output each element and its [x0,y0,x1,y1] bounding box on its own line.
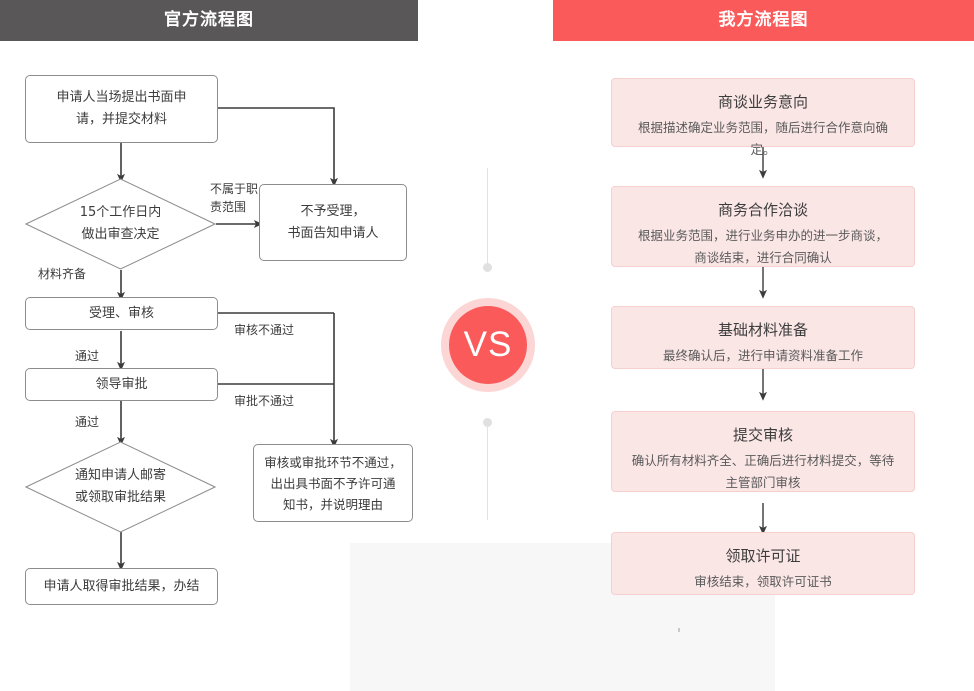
header-ours: 我方流程图 [553,0,974,41]
vs-dot-bottom [483,418,492,427]
header-official: 官方流程图 [0,0,418,41]
our-step-5-title: 领取许可证 [725,547,801,565]
our-step-3: 基础材料准备 最终确认后，进行申请资料准备工作 [611,306,915,369]
node-leader-approval: 领导审批 [25,368,218,401]
node-apply: 申请人当场提出书面申 请，并提交材料 [25,75,218,143]
our-step-4: 提交审核 确认所有材料齐全、正确后进行材料提交，等待 主管部门审核 [611,411,915,492]
diamond-shape [25,178,216,270]
edge-label-materials-ready: 材料齐备 [38,267,87,281]
our-step-1-title: 商谈业务意向 [717,93,808,111]
our-step-5: 领取许可证 审核结束，领取许可证书 [611,532,915,595]
vs-line-bottom [487,424,488,520]
node-apply-label: 申请人当场提出书面申 请，并提交材料 [56,90,187,127]
our-step-3-desc: 最终确认后，进行申请资料准备工作 [662,348,863,363]
edge-label-review-failed: 审核不通过 [234,323,295,337]
our-step-5-desc: 审核结束，领取许可证书 [694,574,832,589]
diamond-shape-2 [25,441,216,533]
vs-line-top [487,168,488,264]
node-finish-label: 申请人取得审批结果，办结 [43,578,200,594]
edge-label-out-of-scope: 不属于职 责范围 [210,182,259,214]
node-finish: 申请人取得审批结果，办结 [25,568,218,605]
our-step-3-title: 基础材料准备 [717,321,808,339]
our-step-1-desc: 根据描述确定业务范围，随后进行合作意向确定。 [637,120,888,157]
edge-label-pass-2: 通过 [75,415,100,429]
node-accept-review-label: 受理、审核 [88,305,154,321]
node-reject-not-accepted: 不予受理， 书面告知申请人 [259,184,407,261]
plate-dot [678,628,680,632]
vs-badge: VS [449,306,527,384]
node-reject-no-permit-label: 审核或审批环节不通过， 出出具书面不予许可通 知书，并说明理由 [264,454,402,512]
node-decide: 15个工作日内 做出审查决定 [25,178,216,270]
our-step-4-title: 提交审核 [732,426,793,444]
edge-label-approval-failed: 审批不通过 [234,394,295,408]
node-accept-review: 受理、审核 [25,297,218,330]
vs-label: VS [463,325,513,364]
node-notify-applicant: 通知申请人邮寄 或领取审批结果 [25,441,216,533]
node-reject-not-accepted-label: 不予受理， 书面告知申请人 [287,203,379,241]
our-step-2-desc: 根据业务范围，进行业务申办的进一步商谈， 商谈结束，进行合同确认 [637,228,888,265]
vs-dot-top [483,263,492,272]
node-leader-approval-label: 领导审批 [95,376,148,392]
our-step-1: 商谈业务意向 根据描述确定业务范围，随后进行合作意向确定。 [611,78,915,157]
our-step-4-desc: 确认所有材料齐全、正确后进行材料提交，等待 主管部门审核 [631,453,895,490]
our-step-2: 商务合作洽谈 根据业务范围，进行业务申办的进一步商谈， 商谈结束，进行合同确认 [611,186,915,267]
node-reject-no-permit: 审核或审批环节不通过， 出出具书面不予许可通 知书，并说明理由 [253,444,413,522]
our-step-2-title: 商务合作洽谈 [717,201,808,219]
edge-label-pass-1: 通过 [75,349,100,363]
